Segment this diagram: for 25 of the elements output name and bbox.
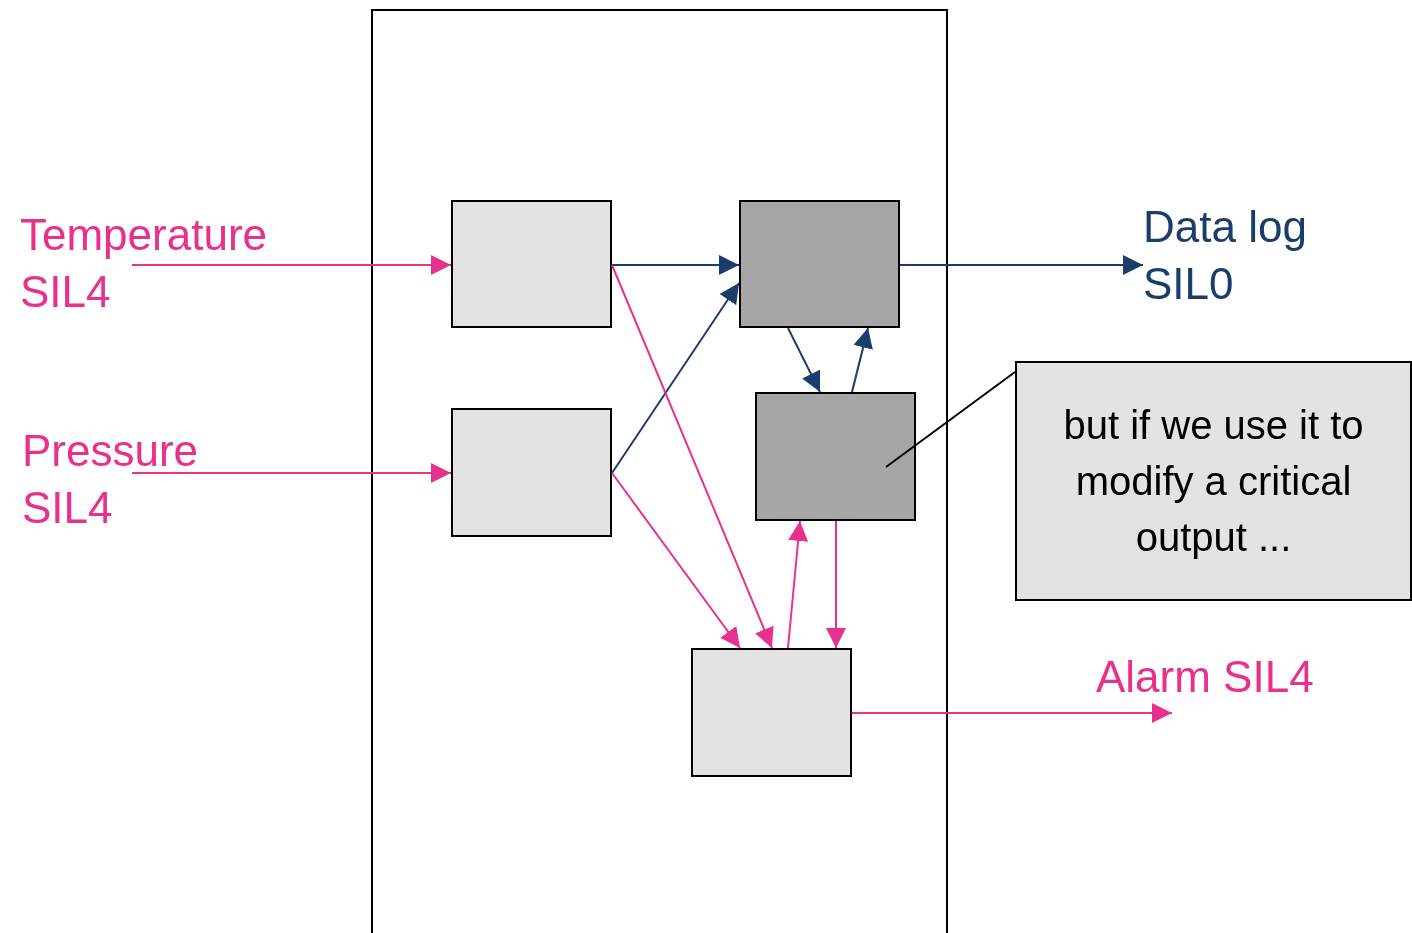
arrow: [611, 472, 741, 649]
arrow: [611, 264, 774, 649]
arrow: [899, 255, 1144, 275]
process-box: [451, 200, 612, 328]
arrow: [131, 463, 452, 483]
arrow: [131, 255, 452, 275]
callout-text: but if we use it to modify a critical output ...: [1062, 402, 1365, 561]
process-box: [755, 392, 916, 521]
arrow: [851, 327, 873, 393]
signal-label: Alarm SIL4: [1096, 651, 1315, 703]
arrow: [787, 520, 809, 649]
arrow: [851, 703, 1173, 723]
signal-label: Temperature SIL4: [20, 209, 268, 319]
process-box: [451, 408, 612, 537]
signal-label: Pressure SIL4: [22, 425, 200, 535]
arrow: [611, 282, 740, 474]
callout-box: [1015, 361, 1412, 601]
arrow: [787, 327, 821, 393]
system-boundary-box: [371, 9, 948, 933]
signal-label: Data log SIL0: [1143, 201, 1308, 311]
process-box: [691, 648, 852, 777]
leader-line: [885, 371, 1016, 468]
arrow: [826, 520, 846, 649]
process-box: [739, 200, 900, 328]
arrow: [611, 255, 740, 275]
